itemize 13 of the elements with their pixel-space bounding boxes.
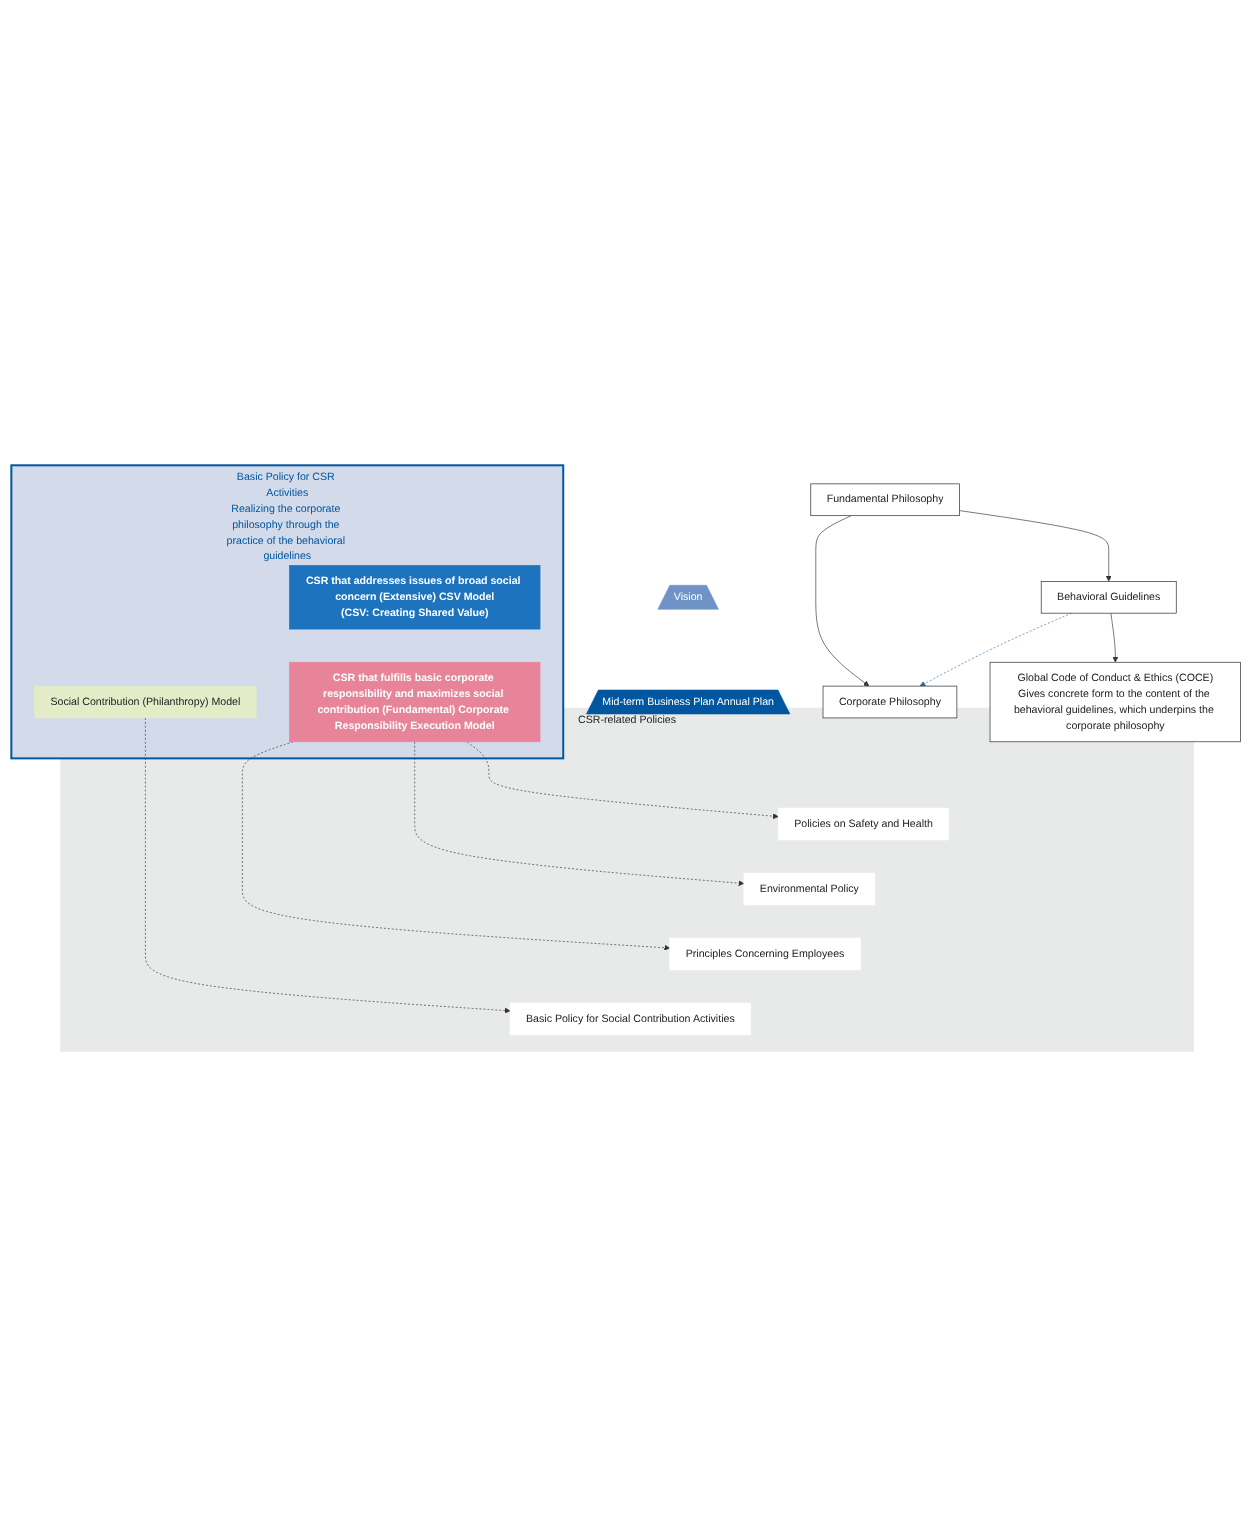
node-box <box>289 662 541 743</box>
node-box <box>810 484 960 517</box>
node-box <box>989 662 1241 743</box>
node-box <box>743 873 876 906</box>
node-box <box>778 808 950 841</box>
node-box <box>822 686 958 719</box>
node-box <box>289 565 541 631</box>
node-box <box>509 1003 751 1036</box>
cluster <box>60 708 1195 1053</box>
cluster <box>10 464 565 760</box>
node-box <box>34 686 257 719</box>
node-box <box>669 938 861 971</box>
node-box <box>1040 581 1177 615</box>
